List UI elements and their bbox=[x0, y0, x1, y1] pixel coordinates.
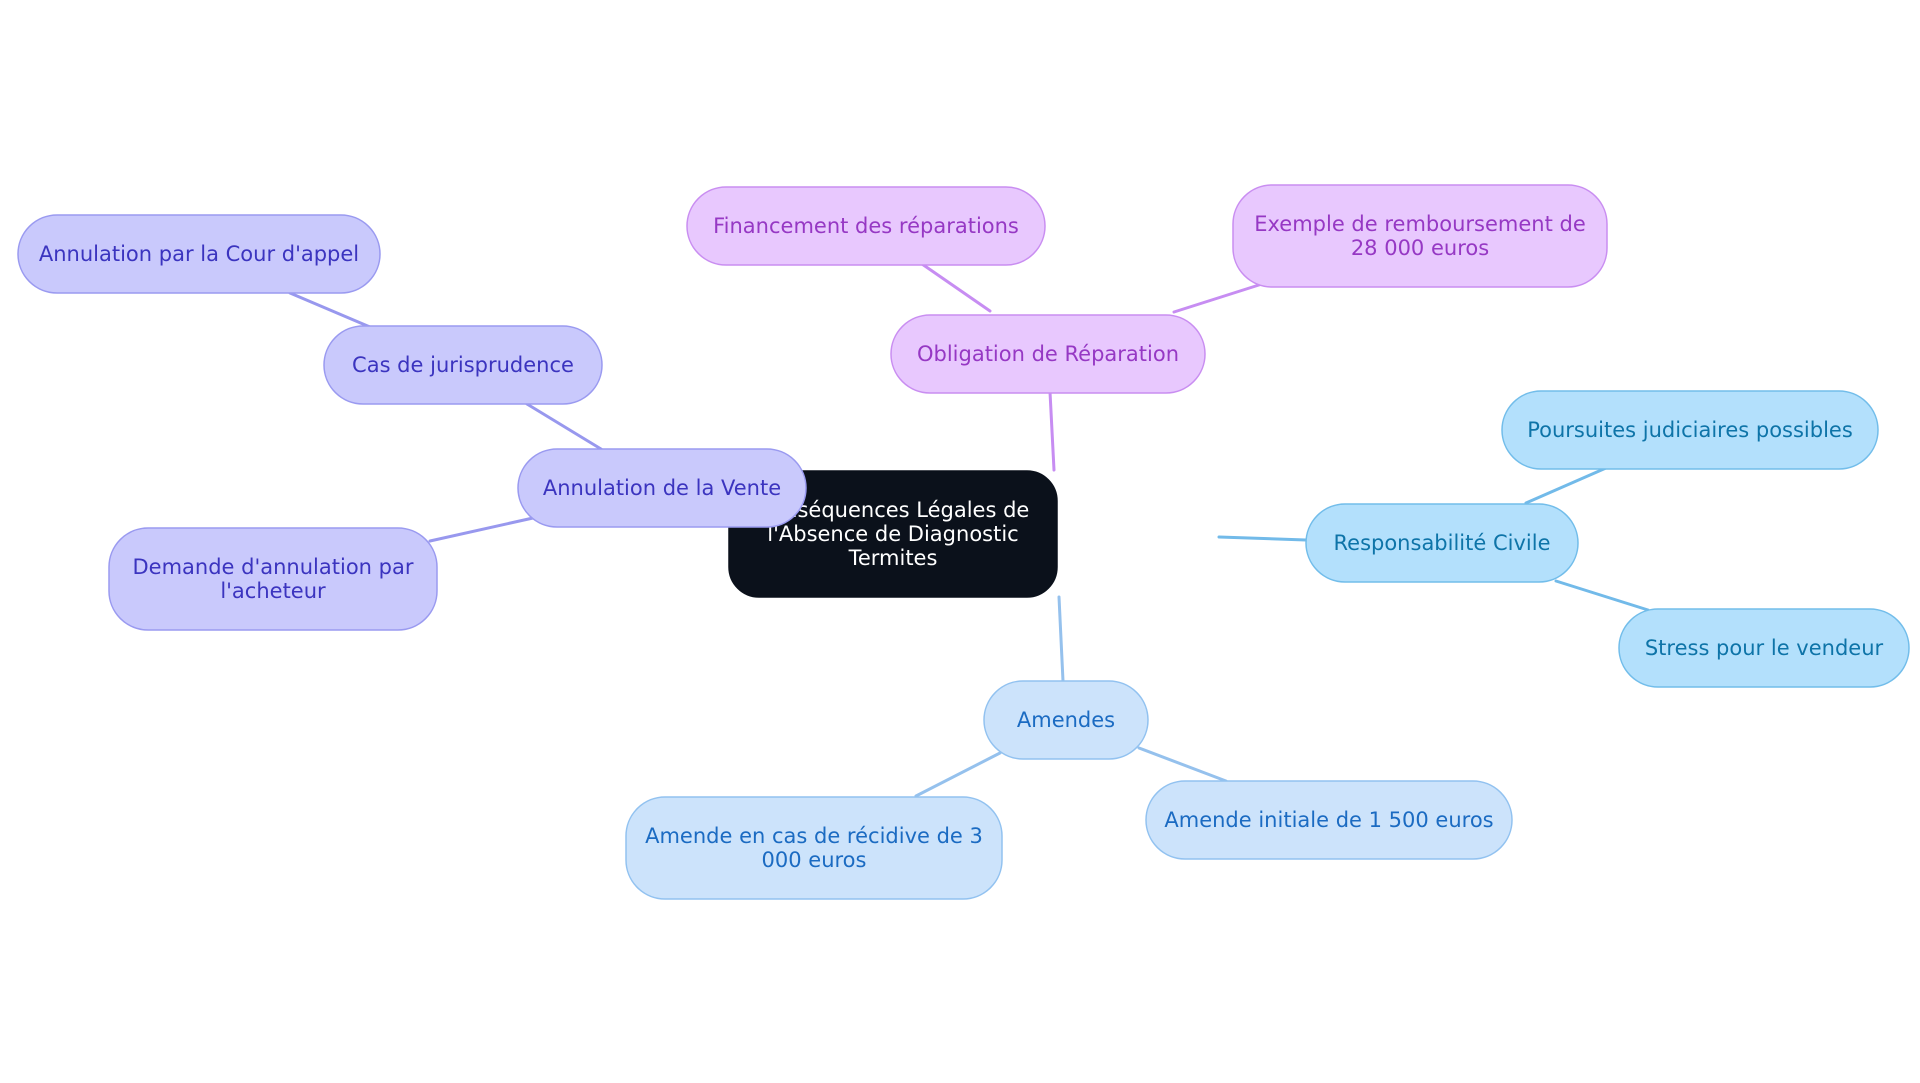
node-label-line: Amendes bbox=[1017, 708, 1115, 732]
node-label-line: Financement des réparations bbox=[713, 214, 1019, 238]
node-box bbox=[323, 325, 603, 405]
node-label-line: Responsabilité Civile bbox=[1334, 531, 1551, 555]
node-annulation-par-la-cour-d-appel[interactable]: Annulation par la Cour d'appel bbox=[17, 214, 381, 294]
edge-responsabilite bbox=[1217, 535, 1308, 542]
node-stress-pour-le-vendeur[interactable]: Stress pour le vendeur bbox=[1618, 608, 1910, 688]
node-label-line: Amende initiale de 1 500 euros bbox=[1164, 808, 1493, 832]
node-box bbox=[1145, 780, 1513, 860]
node-box bbox=[1618, 608, 1910, 688]
node-box bbox=[108, 527, 438, 631]
node-label-line: Exemple de remboursement de bbox=[1254, 212, 1586, 236]
edge-jurisprudence bbox=[525, 402, 603, 451]
edge-initiale bbox=[1137, 746, 1228, 783]
node-label-line: Cas de jurisprudence bbox=[352, 353, 574, 377]
node-label-line: Amende en cas de récidive de 3 bbox=[645, 824, 983, 848]
mind-map-edges bbox=[288, 262, 1650, 798]
node-box bbox=[625, 796, 1003, 900]
node-label-line: Obligation de Réparation bbox=[917, 342, 1179, 366]
node-label-line: l'acheteur bbox=[220, 579, 326, 603]
node-amendes[interactable]: Amendes bbox=[983, 680, 1149, 760]
node-label-line: Annulation par la Cour d'appel bbox=[39, 242, 359, 266]
mind-map-nodes: Conséquences Légales del'Absence de Diag… bbox=[17, 184, 1910, 900]
node-box bbox=[686, 186, 1046, 266]
edge-obligation bbox=[1048, 390, 1056, 472]
node-responsabilite-civile[interactable]: Responsabilité Civile bbox=[1305, 503, 1579, 583]
edge-poursuites bbox=[1524, 466, 1608, 505]
node-annulation-de-la-vente[interactable]: Annulation de la Vente bbox=[517, 448, 807, 528]
node-obligation-de-reparation[interactable]: Obligation de Réparation bbox=[890, 314, 1206, 394]
node-box bbox=[890, 314, 1206, 394]
node-box bbox=[1501, 390, 1879, 470]
edge-recidive bbox=[914, 751, 1002, 798]
node-label-line: Poursuites judiciaires possibles bbox=[1527, 418, 1853, 442]
node-label-line: 000 euros bbox=[762, 848, 867, 872]
node-financement-des-reparations[interactable]: Financement des réparations bbox=[686, 186, 1046, 266]
edge-stress bbox=[1554, 579, 1650, 612]
node-box bbox=[1232, 184, 1608, 288]
edge-amendes bbox=[1057, 595, 1065, 683]
node-label-line: Stress pour le vendeur bbox=[1645, 636, 1884, 660]
node-box bbox=[983, 680, 1149, 760]
node-label-line: Demande d'annulation par bbox=[133, 555, 414, 579]
edge-demande bbox=[428, 516, 535, 543]
node-cas-de-jurisprudence[interactable]: Cas de jurisprudence bbox=[323, 325, 603, 405]
node-consequences-legales-de-l-absence-de-diagnostic-termites[interactable]: Conséquences Légales del'Absence de Diag… bbox=[728, 470, 1058, 598]
node-label-line: Termites bbox=[848, 546, 938, 570]
node-label-line: 28 000 euros bbox=[1351, 236, 1489, 260]
edge-cour bbox=[288, 291, 372, 329]
node-label-line: Annulation de la Vente bbox=[543, 476, 781, 500]
edge-financement bbox=[920, 262, 992, 313]
node-amende-initiale-de-1-500-euros[interactable]: Amende initiale de 1 500 euros bbox=[1145, 780, 1513, 860]
node-poursuites-judiciaires-possibles[interactable]: Poursuites judiciaires possibles bbox=[1501, 390, 1879, 470]
node-box bbox=[1305, 503, 1579, 583]
node-box bbox=[17, 214, 381, 294]
node-box bbox=[728, 470, 1058, 598]
edge-exemple bbox=[1172, 282, 1264, 314]
node-box bbox=[517, 448, 807, 528]
node-label-line: l'Absence de Diagnostic bbox=[767, 522, 1018, 546]
